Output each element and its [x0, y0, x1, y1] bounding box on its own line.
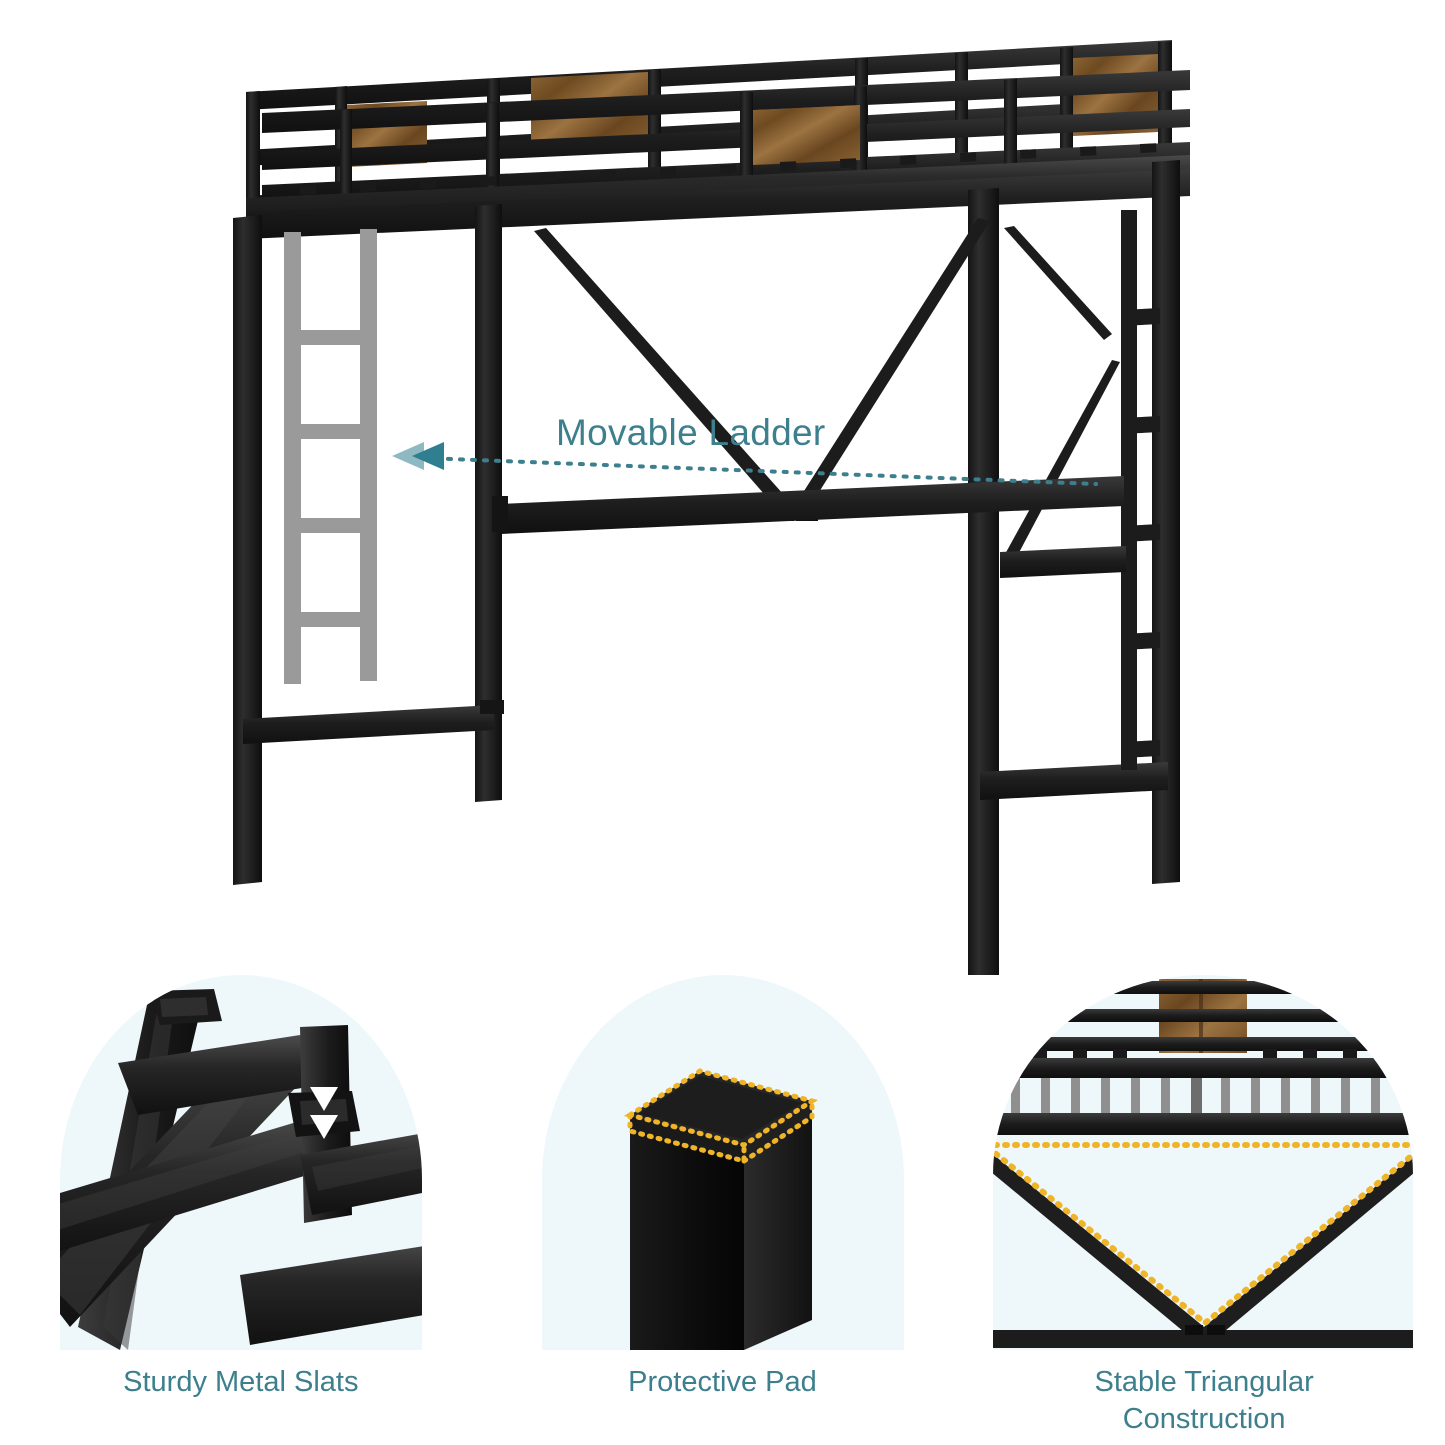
feature-protective-pad: Protective Pad [482, 975, 964, 1445]
feature-stable-triangular-construction: Stable Triangular Construction [963, 975, 1445, 1445]
feature-caption-stable-triangular-construction: Stable Triangular Construction [1094, 1366, 1314, 1436]
hero-product-illustration: Movable Ladder [233, 40, 1190, 975]
bed-frame-group [233, 40, 1190, 975]
callout-pointer [392, 442, 1098, 486]
gold-dotted-outline-icon [623, 1068, 818, 1148]
protective-pad-art [482, 975, 964, 1350]
sturdy-metal-slats-art [0, 975, 482, 1350]
feature-sturdy-metal-slats: Sturdy Metal Slats [0, 975, 482, 1445]
right-legs [968, 160, 1180, 975]
feature-panels: Sturdy Metal Slats [0, 975, 1445, 1445]
callout-dotted-line [422, 456, 1098, 486]
callout-arrow-inner-icon [412, 442, 444, 470]
callout-arrow-outer-icon [392, 442, 424, 470]
stable-triangular-construction-art [963, 975, 1445, 1350]
feature-caption-protective-pad: Protective Pad [628, 1366, 817, 1398]
gold-dotted-triangle-icon [993, 1142, 1414, 1327]
triangular-brace-center [534, 218, 990, 521]
movable-ladder-label: Movable Ladder [556, 412, 826, 453]
left-legs [233, 204, 504, 885]
white-triangle-marker-icon [310, 1115, 338, 1139]
triangular-brace-right [1004, 226, 1120, 562]
mid-rail [492, 476, 1124, 534]
movable-ladder-gray [284, 229, 377, 684]
white-triangle-marker-icon [310, 1087, 338, 1111]
feature-caption-sturdy-metal-slats: Sturdy Metal Slats [123, 1366, 359, 1398]
lower-right-rail [1000, 546, 1126, 578]
fixed-ladder-right [1121, 210, 1160, 770]
